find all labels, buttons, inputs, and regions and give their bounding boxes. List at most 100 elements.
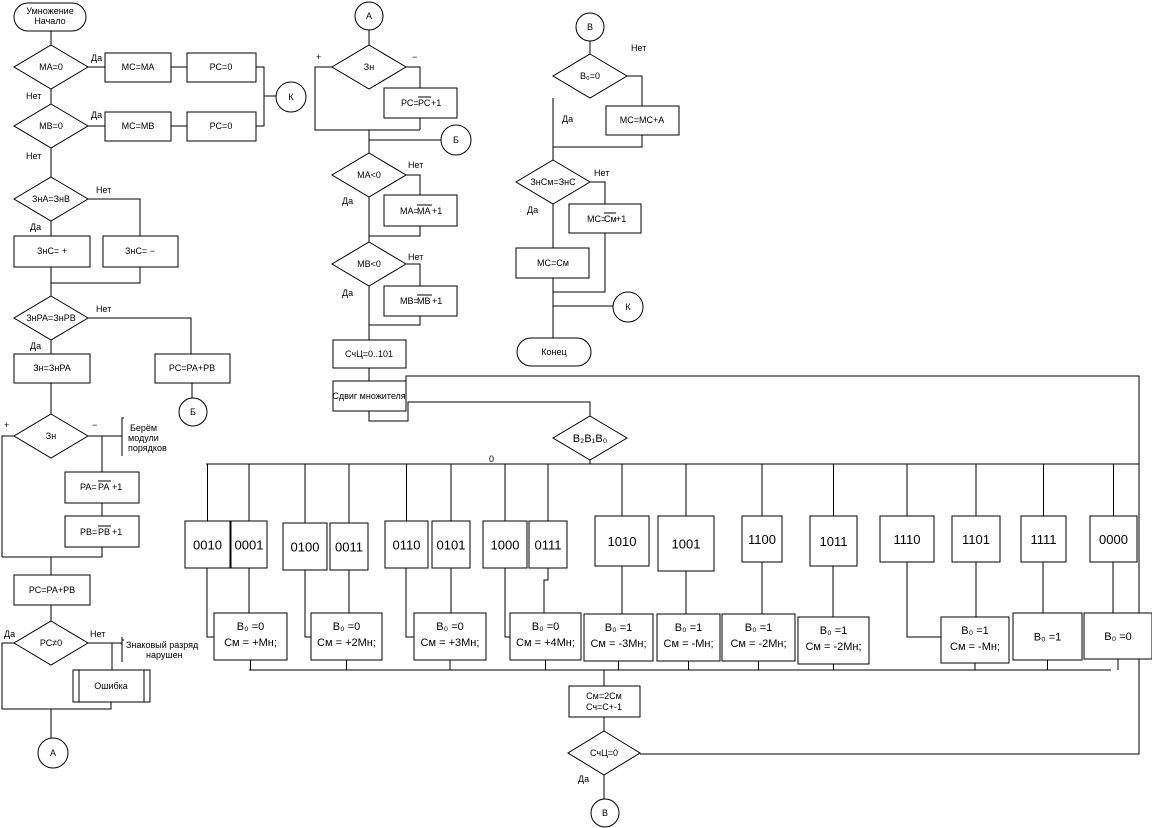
block-mc-cm-label: МС=См bbox=[537, 258, 569, 268]
case-code-label: 1000 bbox=[491, 538, 520, 553]
no-label: Нет bbox=[96, 185, 111, 195]
case-actions: B₀ =0См = +Мн;B₀ =0См = +2Мн;B₀ =0См = +… bbox=[206, 562, 1152, 670]
block-mc-cm-neg-suffix: +1 bbox=[616, 214, 626, 224]
case-code-label: 1100 bbox=[748, 532, 776, 547]
yes-label: Да bbox=[91, 53, 102, 63]
case-action-box bbox=[656, 613, 721, 662]
note-abs-2: модули bbox=[128, 433, 159, 443]
decision-mb-neg-label: МВ<0 bbox=[357, 259, 381, 269]
yes-label: Да bbox=[91, 110, 102, 120]
block-sign-plus-label: ЗнС= + bbox=[37, 246, 67, 256]
no-label: Нет bbox=[26, 91, 41, 101]
block-mc-mb bbox=[104, 111, 172, 142]
case-action-box bbox=[721, 613, 796, 662]
case-code-label: 1010 bbox=[608, 534, 637, 549]
case-action-box bbox=[413, 612, 487, 661]
block-ma-neg-bar: МА bbox=[417, 206, 431, 216]
case-code-label: 0110 bbox=[393, 538, 421, 553]
block-pb-neg-prefix: РВ= bbox=[80, 527, 97, 537]
end-terminal-label: Конец bbox=[541, 347, 566, 357]
minus-label: − bbox=[412, 52, 417, 62]
yes-label: Да bbox=[30, 222, 41, 232]
case-action-label: B₀ =1 bbox=[605, 622, 633, 634]
block-sign-plus bbox=[13, 235, 91, 268]
no-label: Нет bbox=[26, 151, 41, 161]
yes-label: Да bbox=[30, 341, 41, 351]
block-pc-zero-b bbox=[186, 111, 257, 142]
minus-label: − bbox=[92, 420, 97, 430]
block-pc-sum-1 bbox=[154, 353, 231, 384]
decision-zn-2-label: Зн bbox=[364, 62, 374, 72]
case-action-box bbox=[1012, 612, 1083, 661]
block-pb-neg-bar: РВ bbox=[98, 527, 110, 537]
case-code-label: 0001 bbox=[235, 538, 264, 553]
block-mb-neg-bar: МВ bbox=[417, 296, 431, 306]
case-action-label: B₀ =1 bbox=[745, 622, 773, 634]
zero-label: 0 bbox=[489, 454, 494, 464]
yes-label: Да bbox=[342, 196, 353, 206]
connector-v-2-label: В bbox=[587, 22, 593, 32]
block-cm-shift-label-1: См=2См bbox=[586, 691, 622, 701]
block-error bbox=[72, 669, 151, 703]
case-action-box bbox=[1083, 612, 1152, 660]
case-code-box bbox=[1020, 515, 1067, 563]
block-counter-init-label: СчЦ=0..101 bbox=[345, 349, 393, 359]
block-pb-neg bbox=[64, 515, 140, 548]
connector-k-2 bbox=[612, 291, 644, 323]
case-code-box bbox=[594, 515, 650, 567]
note-abs-1: Берём bbox=[130, 423, 157, 433]
block-pa-neg-prefix: РА= bbox=[80, 482, 97, 492]
case-action-label: См = -2Мн; bbox=[805, 641, 861, 653]
case-code-label: 0000 bbox=[1099, 532, 1128, 547]
case-action-label: B₀ =0 bbox=[532, 621, 560, 633]
plus-label: + bbox=[4, 420, 9, 430]
case-action-label: См = +2Мн; bbox=[317, 637, 376, 649]
yes-label: Да bbox=[342, 288, 353, 298]
case-action-box bbox=[310, 612, 383, 661]
block-pc-zero-a-label: РС=0 bbox=[210, 62, 233, 72]
case-code-box bbox=[282, 522, 328, 571]
block-mc-plus-a bbox=[605, 105, 680, 136]
case-code-box bbox=[528, 520, 568, 569]
case-action-label: См = -3Мн; bbox=[590, 638, 646, 650]
case-code-box bbox=[1089, 515, 1138, 563]
yes-label: Да bbox=[578, 774, 589, 784]
no-label: Нет bbox=[594, 168, 609, 178]
case-code-label: 0010 bbox=[193, 538, 222, 553]
case-action-label: B₀ =1 bbox=[675, 622, 703, 634]
no-label: Нет bbox=[90, 629, 105, 639]
yes-label: Да bbox=[562, 114, 573, 124]
decision-pc-nonzero-label: РС≠0 bbox=[40, 638, 62, 648]
connector-k-1 bbox=[275, 81, 307, 113]
decision-sign-pa-pb-label: ЗнРА=ЗнРВ bbox=[26, 313, 75, 323]
end-terminal bbox=[516, 337, 592, 367]
block-mc-cm-neg-prefix: МС= bbox=[587, 214, 606, 224]
block-cm-shift-label-2: Сч=С+-1 bbox=[586, 702, 622, 712]
decision-zn bbox=[13, 413, 89, 459]
decision-mb-zero-label: МВ=0 bbox=[39, 121, 63, 131]
block-mc-mb-label: МС=МВ bbox=[122, 121, 155, 131]
connector-a-1 bbox=[37, 737, 69, 769]
block-zn-znpa-label: Зн=ЗнРА bbox=[33, 363, 70, 373]
decision-b0-zero bbox=[552, 53, 628, 99]
connector-b-2 bbox=[440, 124, 472, 156]
connector-v-1-label: В bbox=[602, 808, 608, 818]
case-action-label: См = +3Мн; bbox=[421, 637, 480, 649]
case-action-label: См = -Мн; bbox=[664, 638, 714, 650]
block-pc-sum-2 bbox=[13, 574, 91, 606]
note-sign-2: нарушен bbox=[146, 650, 183, 660]
case-action-box bbox=[213, 612, 288, 661]
case-action-label: B₀ =1 bbox=[1034, 632, 1062, 644]
case-action-label: См = -Мн; bbox=[950, 641, 1000, 653]
case-code-label: 0101 bbox=[437, 538, 466, 553]
block-ma-neg bbox=[383, 194, 458, 227]
block-sign-minus-label: ЗнС= − bbox=[125, 246, 155, 256]
case-action-label: См = -2Мн; bbox=[730, 638, 786, 650]
note-sign-1: Знаковый разряд bbox=[126, 640, 199, 650]
decision-counter-zero-label: СчЦ=0 bbox=[590, 748, 618, 758]
no-label: Нет bbox=[408, 252, 423, 262]
connector-a-2-label: А bbox=[366, 11, 372, 21]
block-pc-neg-prefix: РС= bbox=[401, 98, 419, 108]
block-pc-sum-1-label: РС=РА+РВ bbox=[169, 363, 215, 373]
